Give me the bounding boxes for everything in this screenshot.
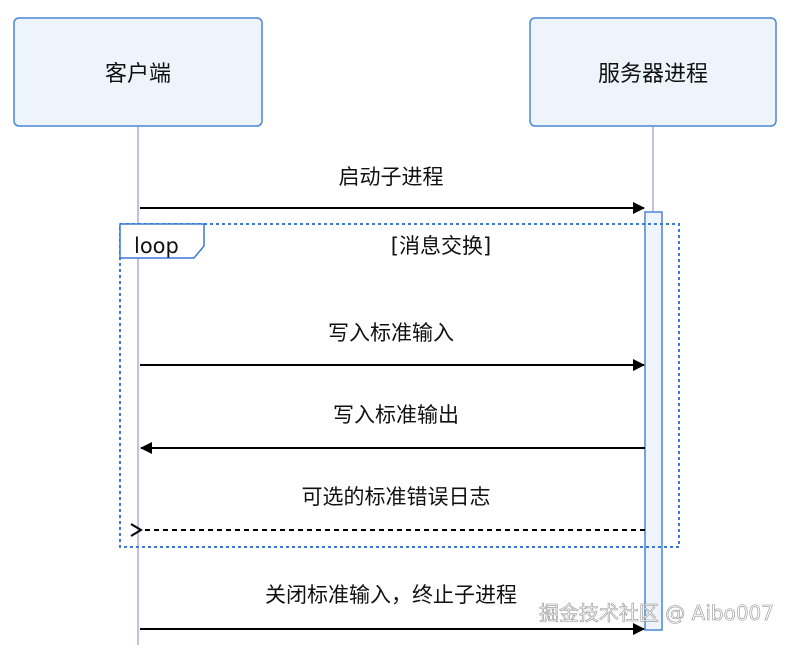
loop-keyword: loop: [134, 234, 179, 258]
message-label: 关闭标准输入，终止子进程: [265, 583, 517, 607]
participant-client-label: 客户端: [105, 62, 171, 87]
message-label: 可选的标准错误日志: [302, 485, 491, 509]
server-activation-bar: [644, 211, 663, 631]
message-optional-stderr-log: 可选的标准错误日志: [130, 485, 645, 537]
loop-label-tab: [119, 223, 205, 259]
loop-condition: [消息交换]: [391, 234, 491, 258]
message-label: 写入标准输出: [333, 403, 459, 427]
loop-fragment: loop [消息交换]: [119, 223, 680, 548]
message-write-stdout: 写入标准输出: [140, 403, 645, 454]
message-label: 启动子进程: [339, 165, 444, 189]
message-label: 写入标准输入: [328, 321, 454, 345]
participant-server-label: 服务器进程: [598, 62, 708, 87]
message-write-stdin: 写入标准输入: [140, 321, 645, 371]
message-close-stdin-terminate: 关闭标准输入，终止子进程: [140, 583, 645, 635]
message-start-subprocess: 启动子进程: [140, 165, 645, 214]
participant-server: 服务器进程: [529, 17, 777, 127]
watermark: 掘金技术社区 @ Aibo007: [539, 601, 774, 625]
participant-client: 客户端: [13, 17, 263, 127]
